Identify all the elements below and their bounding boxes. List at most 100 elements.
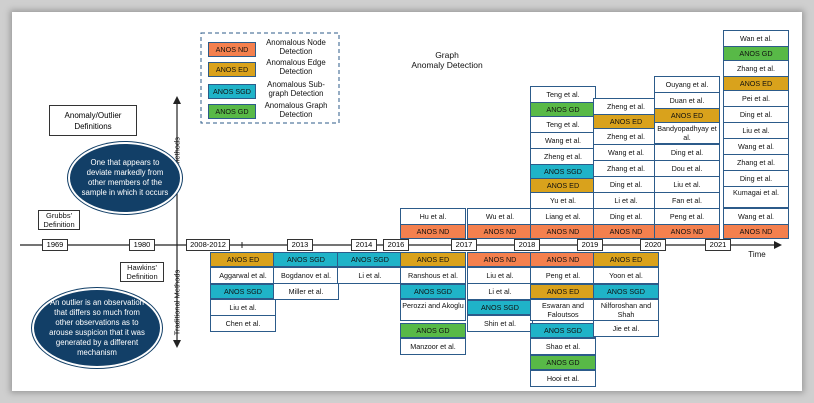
definitions-line1: Anomaly/Outlier <box>64 111 122 120</box>
method-box: Zhang et al. <box>593 160 659 177</box>
year-2021: 2021 <box>705 239 731 251</box>
timeline-panel: Graph Anomaly Detection Anomaly/Outlier … <box>12 12 802 391</box>
method-box: Liang et al. <box>530 208 596 225</box>
method-box: Ding et al. <box>723 106 789 123</box>
method-box: Ding et al. <box>593 208 659 225</box>
year-2020: 2020 <box>640 239 666 251</box>
tag-anos-ed: ANOS ED <box>210 252 276 267</box>
method-axis-up-arrow <box>173 96 181 104</box>
method-box: Li et al. <box>593 192 659 209</box>
tag-anos-sgd: ANOS SGD <box>337 252 403 267</box>
method-box: Bogdanov et al. <box>273 267 339 284</box>
tag-anos-nd: ANOS ND <box>467 224 533 239</box>
method-box: Miller et al. <box>273 283 339 300</box>
tag-anos-gd: ANOS GD <box>530 102 596 117</box>
method-box: Ding et al. <box>723 170 789 187</box>
title-line1: Graph <box>435 50 459 60</box>
method-box: Hu et al. <box>400 208 466 225</box>
method-box: Liu et al. <box>723 122 789 139</box>
hawkins-name2: Definition <box>126 272 158 281</box>
definitions-line2: Definitions <box>74 122 112 131</box>
time-label: Time <box>748 250 766 259</box>
method-box: Chen et al. <box>210 315 276 332</box>
method-box: Perozzi and Akoglu <box>400 299 466 321</box>
diagram-title: Graph Anomaly Detection <box>402 50 492 70</box>
legend-label-nd: Anomalous Node Detection <box>266 38 326 56</box>
method-box: Liu et al. <box>467 267 533 284</box>
method-box: Zheng et al. <box>593 98 659 115</box>
tag-anos-ed: ANOS ED <box>654 108 720 123</box>
tag-anos-gd: ANOS GD <box>400 323 466 338</box>
tag-anos-ed: ANOS ED <box>723 76 789 91</box>
method-box: Eswaran and Faloutsos <box>530 299 596 321</box>
tag-anos-gd: ANOS GD <box>530 355 596 370</box>
hawkins-definition-label: Hawkins' Definition <box>120 262 164 282</box>
year-1980: 1980 <box>129 239 155 251</box>
legend-tag-sgd: ANOS SGD <box>208 84 256 99</box>
year-2019: 2019 <box>577 239 603 251</box>
method-box: Zheng et al. <box>530 148 596 165</box>
grubbs-name: Grubbs' <box>45 211 73 220</box>
method-box: Wu et al. <box>467 208 533 225</box>
method-box: Zheng et al. <box>593 128 659 145</box>
method-box: Jie et al. <box>593 320 659 337</box>
method-box: Dou et al. <box>654 160 720 177</box>
method-box: Pei et al. <box>723 90 789 107</box>
method-box: Li et al. <box>467 283 533 300</box>
grubbs-definition-label: Grubbs' Definition <box>38 210 80 230</box>
tag-anos-ed: ANOS ED <box>593 114 659 129</box>
method-box: Duan et al. <box>654 92 720 109</box>
tag-anos-nd: ANOS ND <box>530 224 596 239</box>
tag-anos-gd: ANOS GD <box>723 46 789 61</box>
legend-tag-gd: ANOS GD <box>208 104 256 119</box>
method-box: Manzoor et al. <box>400 338 466 355</box>
method-box: Liu et al. <box>210 299 276 316</box>
year-2008-2012: 2008-2012 <box>186 239 230 251</box>
method-box: Zhang et al. <box>723 154 789 171</box>
method-box: Yoon et al. <box>593 267 659 284</box>
year-2017: 2017 <box>451 239 477 251</box>
tag-anos-sgd: ANOS SGD <box>400 284 466 299</box>
tag-anos-sgd: ANOS SGD <box>467 300 533 315</box>
year-2018: 2018 <box>514 239 540 251</box>
method-box: Shin et al. <box>467 315 533 332</box>
legend-tag-nd: ANOS ND <box>208 42 256 57</box>
method-box: Wang et al. <box>530 132 596 149</box>
legend-border <box>200 32 340 124</box>
method-box: Ding et al. <box>593 176 659 193</box>
grubbs-quote-bubble: One that appears to deviate markedly fro… <box>68 142 182 214</box>
definitions-box: Anomaly/Outlier Definitions <box>49 105 137 136</box>
tag-anos-nd: ANOS ND <box>593 224 659 239</box>
hawkins-name: Hawkins' <box>127 263 157 272</box>
method-box: Yu et al. <box>530 192 596 209</box>
method-box: Wan et al. <box>723 30 789 47</box>
tag-anos-sgd: ANOS SGD <box>530 164 596 179</box>
method-box: Wang et al. <box>723 138 789 155</box>
tag-anos-ed: ANOS ED <box>530 178 596 193</box>
year-2014: 2014 <box>351 239 377 251</box>
legend-tag-ed: ANOS ED <box>208 62 256 77</box>
year-1969: 1969 <box>42 239 68 251</box>
legend-label-sgd: Anomalous Sub-graph Detection <box>267 80 325 98</box>
year-2016: 2016 <box>383 239 409 251</box>
hawkins-quote-bubble: An outlier is an observation that differ… <box>32 288 162 368</box>
tag-anos-ed: ANOS ED <box>593 252 659 267</box>
tag-anos-nd: ANOS ND <box>723 224 789 239</box>
method-box: Shao et al. <box>530 338 596 355</box>
tag-anos-nd: ANOS ND <box>467 252 533 267</box>
method-box: Wang et al. <box>723 208 789 225</box>
tag-anos-nd: ANOS ND <box>654 224 720 239</box>
legend-label-gd: Anomalous Graph Detection <box>264 101 328 119</box>
tag-anos-nd: ANOS ND <box>400 224 466 239</box>
method-box: Peng et al. <box>654 208 720 225</box>
method-box: Li et al. <box>337 267 403 284</box>
method-box: Liu et al. <box>654 176 720 193</box>
method-box: Bandyopadhyay et al. <box>654 122 720 144</box>
method-box: Aggarwal et al. <box>210 267 276 284</box>
method-box: Ding et al. <box>654 144 720 161</box>
tag-anos-sgd: ANOS SGD <box>593 284 659 299</box>
grubbs-name2: Definition <box>43 220 75 229</box>
tag-anos-sgd: ANOS SGD <box>273 252 339 267</box>
traditional-methods-label: Traditional Methods <box>172 269 182 336</box>
